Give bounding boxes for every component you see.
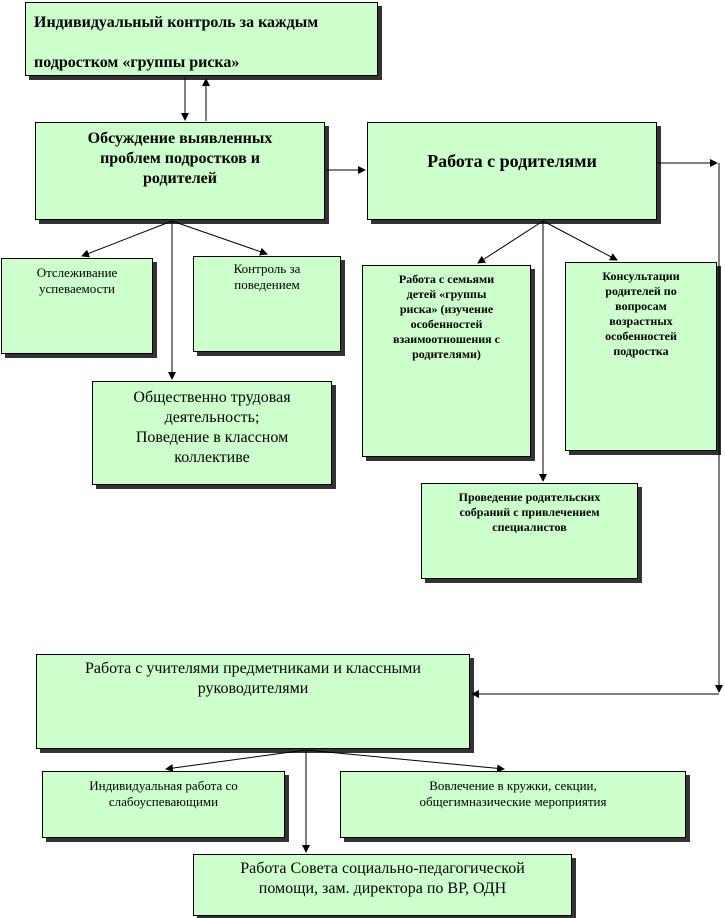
discussion-box: Обсуждение выявленных проблем подростков… bbox=[35, 122, 325, 220]
social-labor-box: Общественно трудовая деятельность; Повед… bbox=[92, 381, 332, 485]
clubs-box: Вовлечение в кружки, секции, общегимнази… bbox=[340, 771, 686, 838]
arrow-to-progress bbox=[81, 220, 173, 258]
discussion-text: Обсуждение выявленных проблем подростков… bbox=[87, 130, 273, 187]
arrow-to-consultations bbox=[542, 220, 618, 261]
individual-control-box: Индивидуальный контроль за каждым подрос… bbox=[25, 2, 378, 76]
parent-meetings-box: Проведение родительских собраний с привл… bbox=[421, 483, 638, 579]
social-labor-text: Общественно трудовая деятельность; Повед… bbox=[133, 389, 291, 466]
arrow-to-behavior bbox=[171, 220, 268, 256]
individual-work-text: Индивидуальная работа со слабоуспевающим… bbox=[89, 778, 238, 810]
risk-families-box: Работа с семьями детей «группы риска» (и… bbox=[362, 265, 531, 457]
risk-families-text: Работа с семьями детей «группы риска» (и… bbox=[393, 272, 500, 361]
teachers-work-box: Работа с учителями предметниками и класс… bbox=[36, 654, 470, 749]
parents-work-text: Работа с родителями bbox=[427, 151, 597, 171]
arrow-to-clubs bbox=[305, 749, 505, 773]
parents-work-box: Работа с родителями bbox=[367, 122, 657, 220]
consultations-text: Консультации родителей по вопросам возра… bbox=[602, 269, 680, 358]
individual-work-box: Индивидуальная работа со слабоуспевающим… bbox=[42, 771, 285, 838]
behavior-control-text: Контроль за поведением bbox=[233, 261, 301, 293]
council-box: Работа Совета социально-педагогической п… bbox=[193, 854, 572, 916]
arrow-to-individual-work bbox=[165, 749, 307, 773]
progress-tracking-text: Отслеживание успеваемости bbox=[36, 265, 118, 297]
behavior-control-box: Контроль за поведением bbox=[193, 256, 341, 352]
progress-tracking-box: Отслеживание успеваемости bbox=[1, 258, 153, 354]
teachers-work-text: Работа с учителями предметниками и класс… bbox=[85, 660, 421, 697]
individual-control-text: Индивидуальный контроль за каждым подрос… bbox=[34, 14, 319, 71]
clubs-text: Вовлечение в кружки, секции, общегимнази… bbox=[419, 778, 607, 810]
consultations-box: Консультации родителей по вопросам возра… bbox=[565, 262, 717, 451]
council-text: Работа Совета социально-педагогической п… bbox=[240, 860, 525, 897]
parent-meetings-text: Проведение родительских собраний с привл… bbox=[458, 490, 601, 534]
arrow-to-risk-families bbox=[477, 220, 544, 264]
